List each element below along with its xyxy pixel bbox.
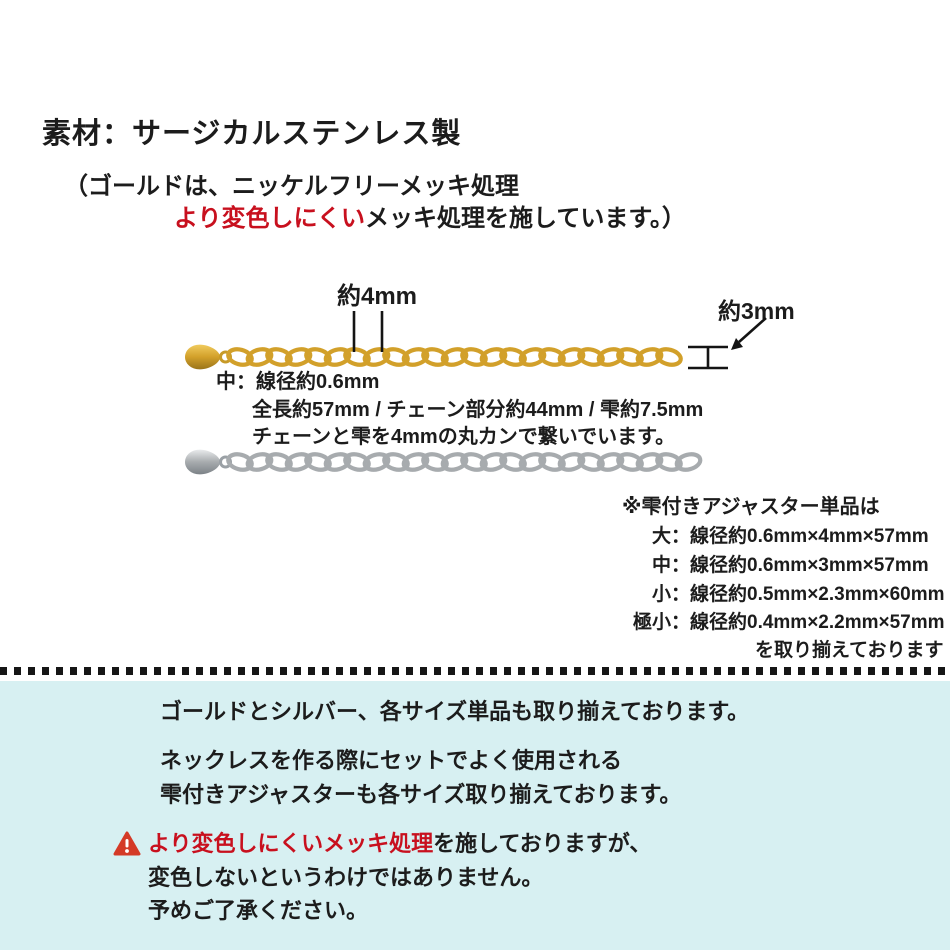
info-usage-line1: ネックレスを作る際にセットでよく使用される — [160, 748, 623, 773]
info-panel-background — [0, 681, 950, 950]
material-subtitle-line2: より変色しにくいメッキ処理を施しています。） — [174, 204, 686, 234]
dotted-separator — [0, 667, 950, 675]
link-width-label: 約4mm — [337, 283, 418, 310]
spec-connection: チェーンと雫を4mmの丸カンで繋いでいます。 — [252, 426, 676, 448]
size-item-extra-small: 極小：線径約0.4mm×2.2mm×57mm — [633, 612, 945, 633]
size-item-small: 小：線径約0.5mm×2.3mm×60mm — [652, 584, 945, 605]
size-list-heading: ※雫付きアジャスター単品は — [622, 496, 880, 518]
spec-lengths: 全長約57mm / チェーン部分約44mm / 雫約7.5mm — [252, 399, 704, 421]
material-title: 素材：サージカルステンレス製 — [42, 118, 462, 150]
gold-chain-image — [185, 344, 683, 370]
size-item-large: 大：線径約0.6mm×4mm×57mm — [652, 526, 929, 547]
warning-line3: 予めご了承ください。 — [148, 898, 369, 923]
arrow-head — [731, 338, 743, 350]
warning-line2: 変色しないというわけではありません。 — [148, 865, 544, 890]
warning-rest: を施しておりますが、 — [433, 831, 652, 856]
gold-chain-links — [226, 347, 683, 367]
anti-tarnish-highlight: より変色しにくい — [174, 205, 366, 232]
gold-teardrop-charm — [185, 344, 220, 370]
warning-highlight: より変色しにくいメッキ処理 — [148, 831, 434, 856]
plating-note: メッキ処理を施しています。） — [365, 205, 686, 232]
silver-chain-image — [185, 449, 703, 475]
size-list-footer: を取り揃えております — [755, 640, 944, 661]
silver-teardrop-charm — [185, 449, 220, 475]
warning-line1: より変色しにくいメッキ処理を施しておりますが、 — [148, 830, 651, 858]
size-item-medium: 中：線径約0.6mm×3mm×57mm — [652, 555, 929, 576]
silver-chain-links — [226, 452, 703, 472]
info-usage-line2: 雫付きアジャスターも各サイズ取り揃えております。 — [160, 782, 682, 807]
link-height-label: 約3mm — [718, 298, 795, 324]
material-subtitle-line1: （ゴールドは、ニッケルフリーメッキ処理 — [64, 173, 520, 200]
spec-wire-diameter: 中：線径約0.6mm — [216, 371, 380, 393]
warning-icon — [113, 831, 141, 856]
info-availability: ゴールドとシルバー、各サイズ単品も取り揃えております。 — [160, 699, 750, 724]
